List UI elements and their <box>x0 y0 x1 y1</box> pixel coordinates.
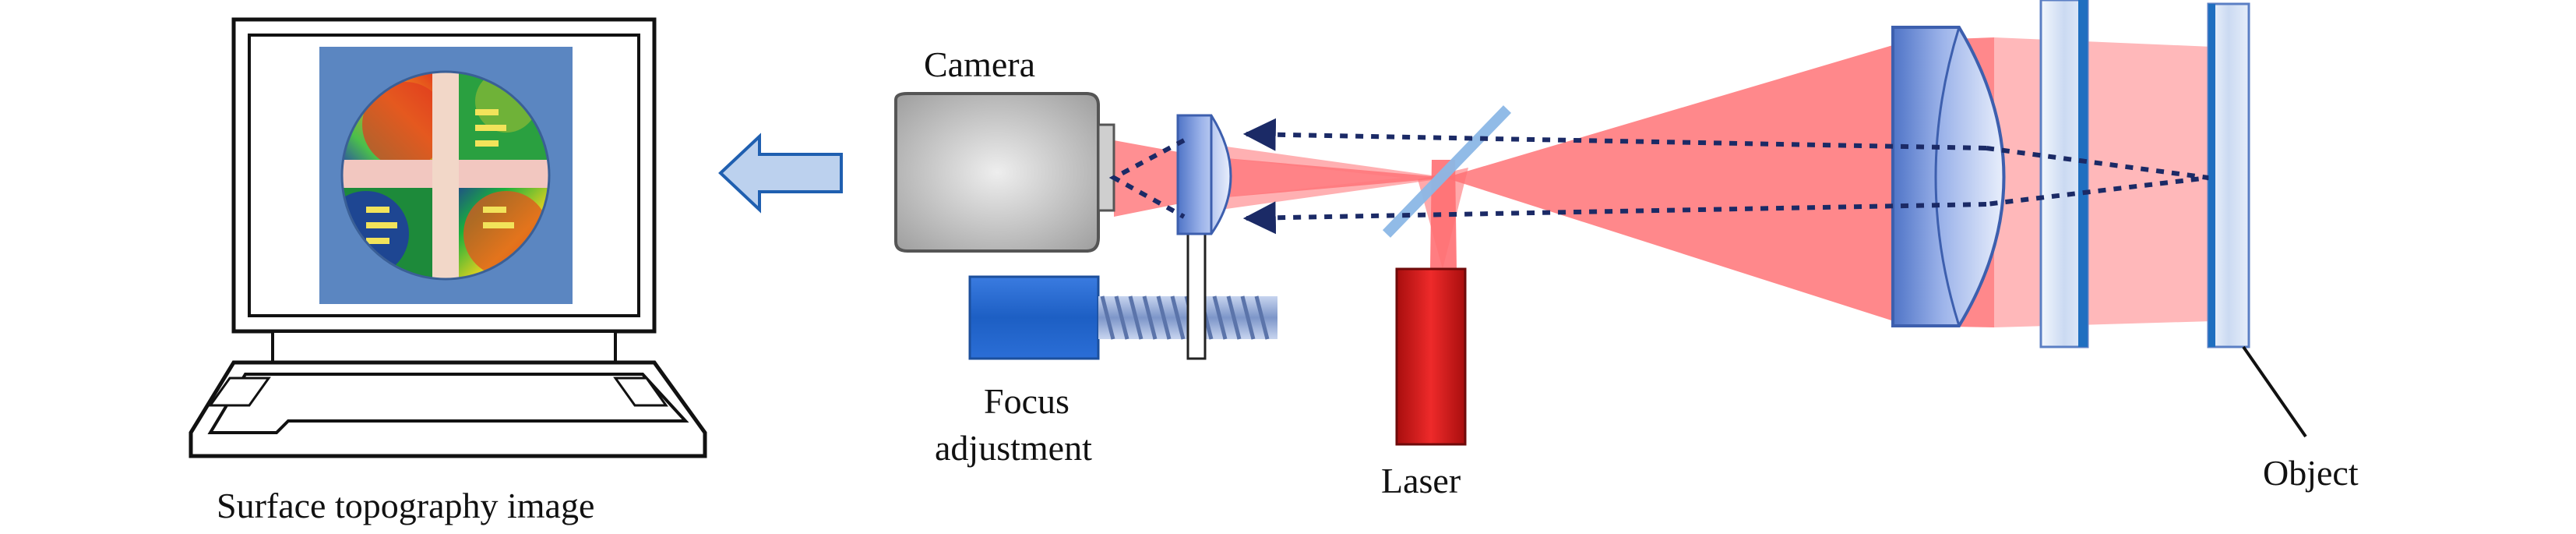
keyboard-right-key <box>613 377 668 407</box>
laser-label: Laser <box>1381 461 1461 500</box>
camera-label: Camera <box>924 44 1035 84</box>
keyboard-left-key <box>208 377 271 407</box>
object-label: Object <box>2263 453 2359 493</box>
output-arrow <box>718 133 843 214</box>
laser-source <box>1395 267 1467 446</box>
camera <box>894 92 1115 253</box>
focus-stage <box>968 275 1100 360</box>
object-leader-line <box>2242 345 2307 438</box>
collimating-lens <box>1891 26 2006 327</box>
focus-adjustment <box>968 225 1277 360</box>
return-paths <box>1108 118 2209 235</box>
lens-post <box>1186 225 1207 360</box>
surface-image-label: Surface topography image <box>217 486 594 525</box>
focus-label-line2: adjustment <box>935 428 1092 468</box>
monitor-stand <box>271 330 617 364</box>
surface-topography-image <box>319 47 573 304</box>
focus-label-line1: Focus <box>984 381 1070 421</box>
keyboard-keys <box>207 373 689 434</box>
computer <box>189 17 707 458</box>
